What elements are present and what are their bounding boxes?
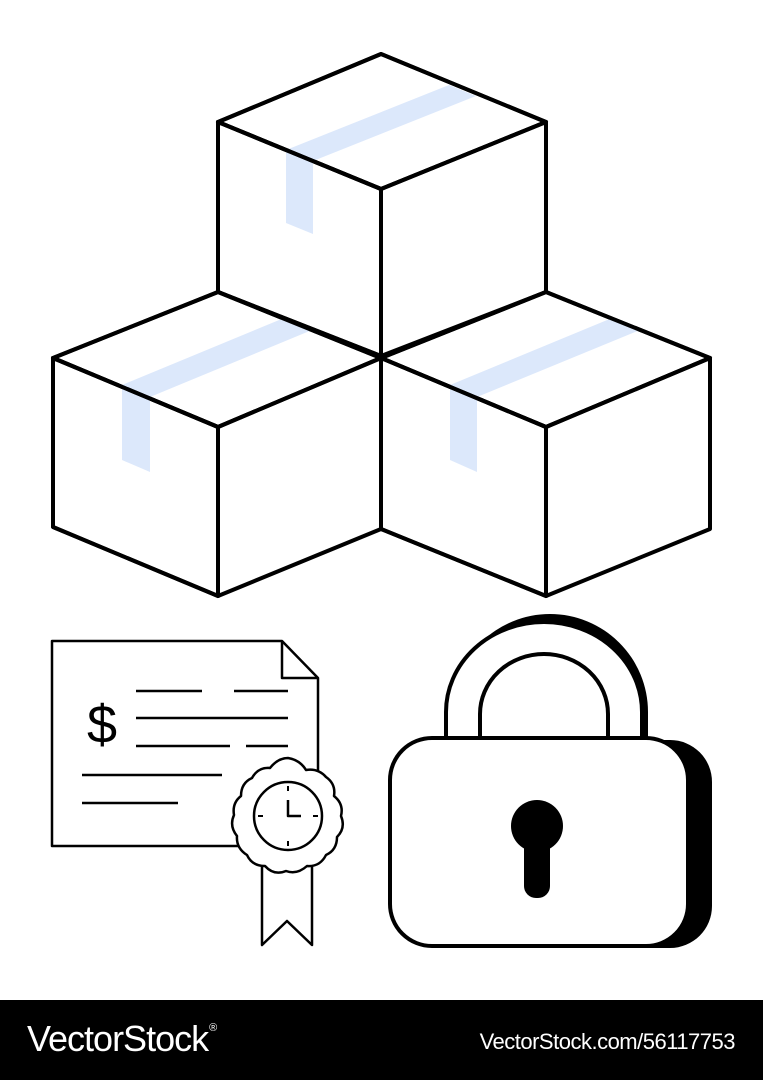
dollar-sign: $ xyxy=(87,695,117,755)
left-box-tape xyxy=(122,318,312,397)
invoice-fold xyxy=(280,641,318,680)
right-box xyxy=(379,290,712,598)
padlock-shackle xyxy=(444,620,644,742)
clock-hands xyxy=(286,800,301,818)
illustration: $ xyxy=(50,52,712,948)
invoice-lines xyxy=(82,689,288,805)
right-box-tape-side xyxy=(450,385,477,472)
left-box-tape-side xyxy=(122,385,150,472)
boxes-icon xyxy=(51,52,712,598)
padlock-icon xyxy=(388,614,712,948)
top-box xyxy=(216,52,548,358)
left-box xyxy=(51,290,383,598)
keyhole-icon xyxy=(511,800,563,898)
watermark-bar: VectorStock® VectorStock.com/56117753 xyxy=(0,1000,763,1080)
brand-logo: VectorStock® xyxy=(27,1018,217,1060)
brand-registered-mark: ® xyxy=(209,1022,217,1034)
top-box-tape-side xyxy=(286,150,313,234)
image-id: VectorStock.com/56117753 xyxy=(479,1029,736,1054)
top-box-tape xyxy=(286,85,476,161)
clock-ticks xyxy=(258,786,318,846)
seal-clock-icon xyxy=(230,756,345,947)
brand-name: VectorStock xyxy=(27,1018,209,1059)
right-box-tape xyxy=(450,318,640,397)
